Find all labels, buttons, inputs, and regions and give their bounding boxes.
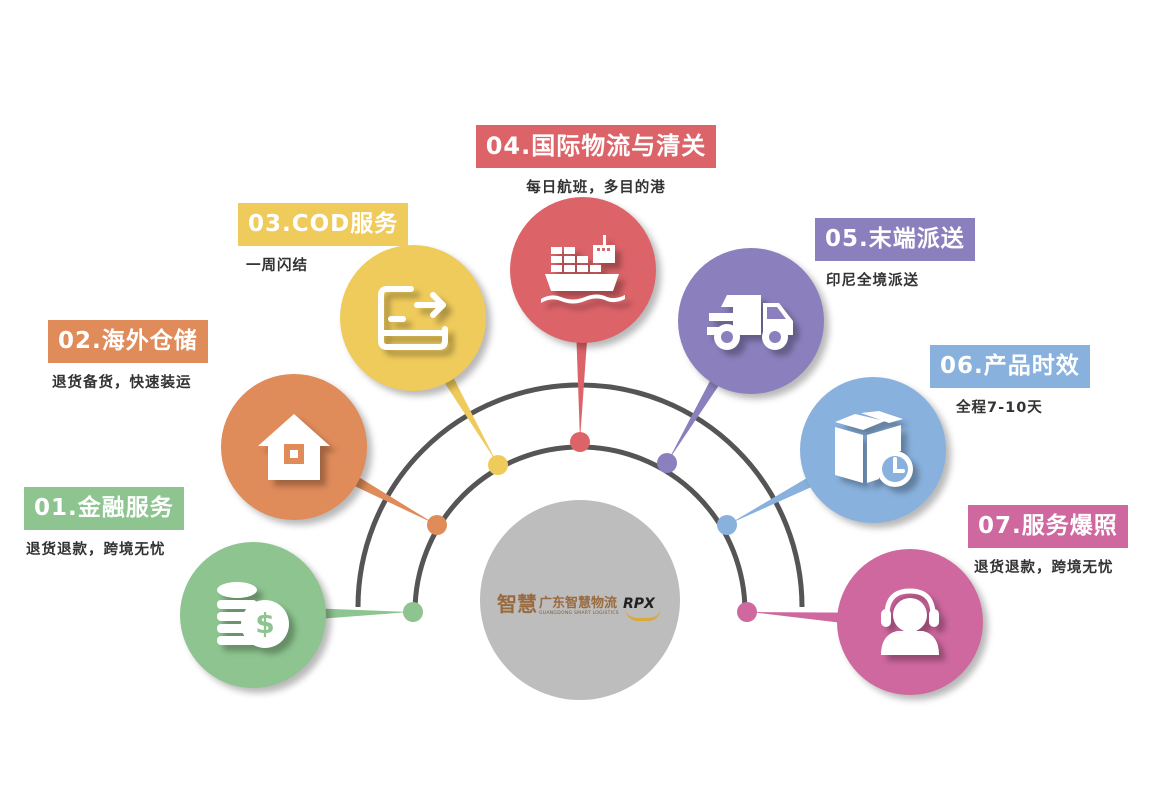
headset-agent-icon [881, 588, 939, 655]
service-bubble-05 [678, 248, 824, 394]
service-title-01: 01.金融服务 [24, 487, 184, 530]
connector-dot-04 [570, 432, 590, 452]
connector-dot-01 [403, 602, 423, 622]
box-clock-icon [835, 411, 913, 487]
connector-dot-06 [717, 515, 737, 535]
service-title-07: 07.服务爆照 [968, 505, 1128, 548]
service-title-04: 04.国际物流与清关 [475, 125, 717, 168]
service-subtitle-03: 一周闪结 [246, 258, 308, 274]
cargo-ship-icon [541, 235, 625, 304]
center-hub [480, 500, 680, 700]
service-bubble-03 [340, 245, 486, 391]
service-label-02: 02.海外仓储 退货备货，快速装运 [48, 320, 208, 392]
service-label-07: 07.服务爆照 退货退款，跨境无忧 [968, 505, 1128, 577]
coins-dollar-icon: $ [217, 582, 289, 648]
service-label-05: 05.末端派送 印尼全境派送 [815, 218, 975, 290]
partner-logo: RPX [622, 596, 661, 621]
service-bubble-01: $ [180, 542, 326, 688]
service-label-06: 06.产品时效 全程7-10天 [930, 345, 1090, 417]
service-label-03: 03.COD服务 一周闪结 [238, 203, 409, 275]
svg-text:$: $ [255, 607, 274, 640]
service-label-01: 01.金融服务 退货退款，跨境无忧 [24, 487, 184, 559]
service-label-04: 04.国际物流与清关 每日航班，多目的港 [470, 125, 722, 197]
service-subtitle-07: 退货退款，跨境无忧 [974, 560, 1114, 576]
house-icon [258, 414, 330, 480]
service-title-05: 05.末端派送 [815, 218, 975, 261]
delivery-truck-icon [707, 295, 793, 350]
logo-en-name: GUANGDONG SMART LOGISTICS [539, 611, 619, 616]
logo-cn-name: 广东智慧物流 [539, 596, 618, 611]
service-title-03: 03.COD服务 [238, 203, 409, 246]
service-subtitle-02: 退货备货，快速装运 [52, 375, 192, 391]
service-bubble-02 [221, 374, 367, 520]
service-bubble-04 [510, 197, 656, 343]
service-subtitle-06: 全程7-10天 [956, 400, 1043, 416]
connector-dot-03 [488, 455, 508, 475]
service-bubble-06 [800, 377, 946, 523]
service-bubble-07 [837, 549, 983, 695]
service-title-06: 06.产品时效 [930, 345, 1090, 388]
logo-mark: 智慧 [497, 592, 537, 616]
service-subtitle-05: 印尼全境派送 [826, 273, 919, 289]
connector-dot-05 [657, 453, 677, 473]
company-logo: 智慧 广东智慧物流 GUANGDONG SMART LOGISTICS RPX [497, 584, 673, 624]
payment-transfer-icon [378, 286, 448, 350]
service-subtitle-04: 每日航班，多目的港 [526, 180, 666, 196]
connector-dot-02 [427, 515, 447, 535]
connector-dot-07 [737, 602, 757, 622]
service-subtitle-01: 退货退款，跨境无忧 [26, 542, 166, 558]
service-title-02: 02.海外仓储 [48, 320, 208, 363]
